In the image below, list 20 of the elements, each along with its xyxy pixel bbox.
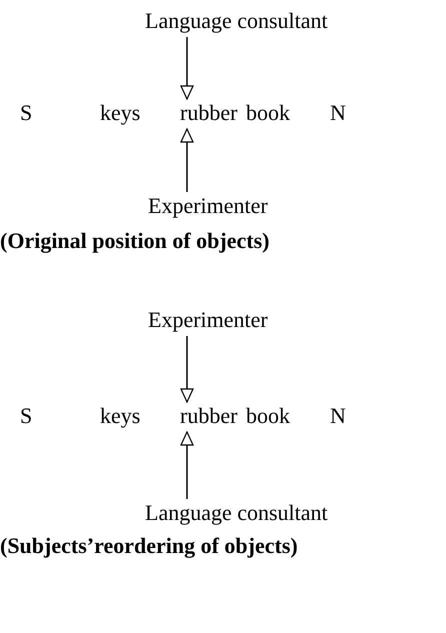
person-label: Experimenter	[148, 193, 268, 219]
person-label: Experimenter	[148, 307, 268, 333]
arrow	[180, 336, 194, 403]
object-label: N	[330, 403, 346, 429]
object-label: S	[20, 403, 32, 429]
arrow	[180, 37, 194, 100]
object-label: rubber	[180, 403, 238, 429]
caption: (Subjects’reordering of objects)	[0, 533, 298, 559]
object-label: keys	[100, 100, 140, 126]
object-label: N	[330, 100, 346, 126]
caption: (Original position of objects)	[0, 228, 270, 254]
arrow	[180, 431, 194, 499]
object-label: book	[246, 100, 290, 126]
object-label: S	[20, 100, 32, 126]
person-label: Language consultant	[145, 8, 328, 34]
object-label: book	[246, 403, 290, 429]
person-label: Language consultant	[145, 500, 328, 526]
object-label: keys	[100, 403, 140, 429]
arrow	[180, 128, 194, 192]
object-label: rubber	[180, 100, 238, 126]
